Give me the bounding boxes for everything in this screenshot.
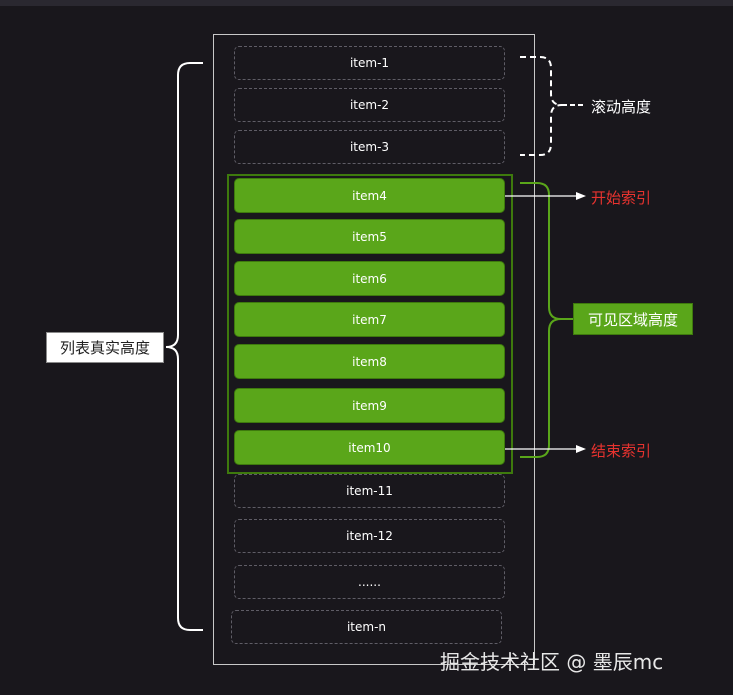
list-item-label: item-1 — [349, 56, 390, 70]
list-item: item-2 — [234, 88, 505, 122]
list-item-label: item4 — [352, 188, 387, 203]
list-item-label: ...... — [358, 575, 381, 589]
visible-area-frame — [227, 174, 513, 474]
visible-height-text: 可见区域高度 — [587, 310, 678, 329]
scroll-height-label: 滚动高度 — [591, 98, 652, 116]
start-index-arrowhead — [576, 192, 586, 200]
list-item-label: item7 — [352, 312, 387, 327]
list-item: item-n — [231, 610, 502, 644]
list-item: item-11 — [234, 474, 505, 508]
list-item-label: item6 — [352, 271, 387, 286]
list-item: item-12 — [234, 519, 505, 553]
visible-list-item: item5 — [234, 219, 505, 254]
top-bar — [0, 0, 733, 6]
end-index-label: 结束索引 — [591, 442, 652, 460]
list-item-label: item-2 — [349, 98, 390, 112]
scroll-brace — [520, 56, 563, 156]
list-item: item-3 — [234, 130, 505, 164]
visible-list-item: item9 — [234, 388, 505, 423]
watermark: 掘金技术社区 @ 墨辰mc — [440, 650, 664, 674]
visible-list-item: item4 — [234, 178, 505, 213]
list-item-label: item-3 — [349, 140, 390, 154]
visible-list-item: item7 — [234, 302, 505, 337]
list-total-height-text: 列表真实高度 — [59, 339, 150, 357]
visible-height-label: 可见区域高度 — [573, 303, 693, 335]
list-item-label: item10 — [348, 440, 391, 455]
list-item-label: item5 — [352, 229, 387, 244]
end-index-arrowhead — [576, 445, 586, 453]
list-item-label: item9 — [352, 398, 387, 413]
list-item: item-1 — [234, 46, 505, 80]
visible-list-item: item6 — [234, 261, 505, 296]
start-index-label: 开始索引 — [591, 189, 652, 207]
list-item-label: item-11 — [346, 484, 393, 498]
list-total-height-label: 列表真实高度 — [46, 332, 164, 363]
visible-brace — [520, 182, 562, 458]
left-brace — [165, 62, 203, 631]
list-item: ...... — [234, 565, 505, 599]
list-container — [213, 34, 535, 665]
list-item-label: item-n — [346, 620, 387, 634]
visible-list-item: item10 — [234, 430, 505, 465]
visible-list-item: item8 — [234, 344, 505, 379]
list-item-label: item-12 — [346, 529, 393, 543]
list-item-label: item8 — [352, 354, 387, 369]
